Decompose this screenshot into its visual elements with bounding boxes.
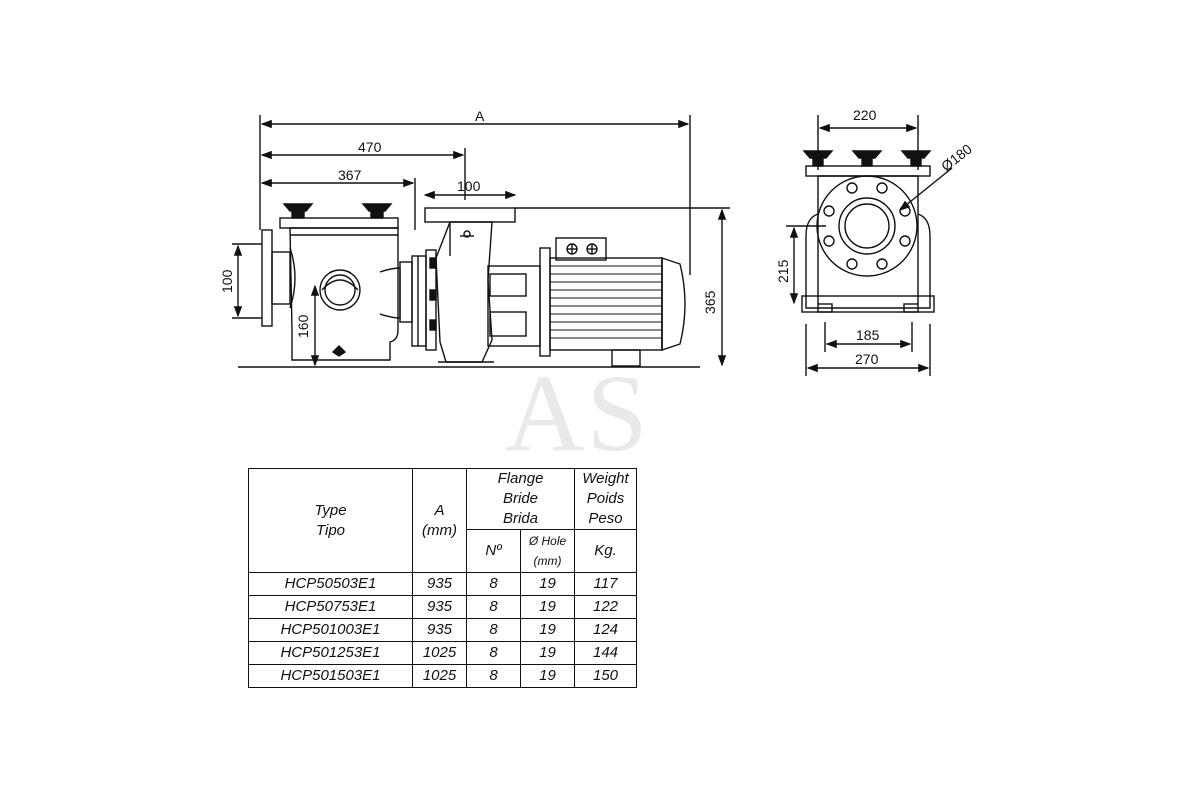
dim-185-label: 185 bbox=[856, 327, 880, 343]
dim-100-top-label: 100 bbox=[457, 178, 481, 194]
cell-a: 1025 bbox=[412, 664, 467, 688]
cell-hole: 19 bbox=[520, 664, 575, 688]
cell-weight: 144 bbox=[574, 641, 637, 665]
cell-type: HCP50503E1 bbox=[248, 572, 413, 596]
inlet-flange bbox=[261, 229, 273, 327]
dim-270-label: 270 bbox=[855, 351, 879, 367]
cell-type: HCP501503E1 bbox=[248, 664, 413, 688]
pump-flange bbox=[411, 255, 427, 347]
discharge-flange bbox=[424, 207, 516, 223]
cell-a: 935 bbox=[412, 595, 467, 619]
cell-type: HCP501003E1 bbox=[248, 618, 413, 642]
lid-knob-right bbox=[361, 203, 393, 219]
strainer-lid bbox=[279, 217, 399, 229]
table-row: HCP501253E1 1025 8 19 144 bbox=[248, 641, 637, 665]
table-row: HCP50753E1 935 8 19 122 bbox=[248, 595, 637, 619]
cell-no: 8 bbox=[466, 618, 521, 642]
cell-weight: 150 bbox=[574, 664, 637, 688]
cell-a: 1025 bbox=[412, 641, 467, 665]
strainer-body bbox=[289, 227, 399, 361]
dim-a-label: A bbox=[475, 108, 485, 124]
dim-365-label: 365 bbox=[702, 290, 718, 314]
front-flange bbox=[816, 175, 918, 277]
cell-no: 8 bbox=[466, 664, 521, 688]
strainer-window bbox=[319, 269, 361, 311]
header-no: Nº bbox=[466, 529, 521, 573]
table-row: HCP501003E1 935 8 19 124 bbox=[248, 618, 637, 642]
cell-no: 8 bbox=[466, 595, 521, 619]
cell-no: 8 bbox=[466, 641, 521, 665]
cell-no: 8 bbox=[466, 572, 521, 596]
header-a: A(mm) bbox=[412, 468, 467, 573]
watermark: AS bbox=[505, 352, 650, 474]
cell-hole: 19 bbox=[520, 641, 575, 665]
lid-knob-left bbox=[282, 203, 314, 219]
dim-220-label: 220 bbox=[853, 107, 877, 123]
flange-bolt-holes bbox=[823, 182, 911, 270]
terminal-box bbox=[555, 237, 607, 261]
dim-100-inlet-label: 100 bbox=[219, 269, 235, 293]
fan-cover bbox=[661, 257, 686, 351]
dim-180-label: Ø180 bbox=[938, 141, 975, 175]
table-row: HCP501503E1 1025 8 19 150 bbox=[248, 664, 637, 688]
dim-215-label: 215 bbox=[775, 259, 791, 283]
dim-160-label: 160 bbox=[295, 314, 311, 338]
cell-weight: 124 bbox=[574, 618, 637, 642]
cell-a: 935 bbox=[412, 572, 467, 596]
cell-hole: 19 bbox=[520, 595, 575, 619]
header-kg: Kg. bbox=[574, 529, 637, 573]
front-knob-left bbox=[802, 150, 834, 167]
cell-weight: 117 bbox=[574, 572, 637, 596]
dim-367-label: 367 bbox=[338, 167, 362, 183]
cell-weight: 122 bbox=[574, 595, 637, 619]
motor-bracket bbox=[487, 265, 541, 347]
cell-type: HCP50753E1 bbox=[248, 595, 413, 619]
pump-volute bbox=[435, 221, 493, 363]
table-row: HCP50503E1 935 8 19 117 bbox=[248, 572, 637, 596]
front-knob-right bbox=[900, 150, 932, 167]
front-knob-center bbox=[851, 150, 883, 167]
front-lid bbox=[805, 165, 931, 177]
cell-a: 935 bbox=[412, 618, 467, 642]
cell-hole: 19 bbox=[520, 572, 575, 596]
header-hole: Ø Hole(mm) bbox=[520, 529, 575, 573]
cell-hole: 19 bbox=[520, 618, 575, 642]
dim-470-label: 470 bbox=[358, 139, 382, 155]
motor-body bbox=[549, 257, 663, 351]
cell-type: HCP501253E1 bbox=[248, 641, 413, 665]
